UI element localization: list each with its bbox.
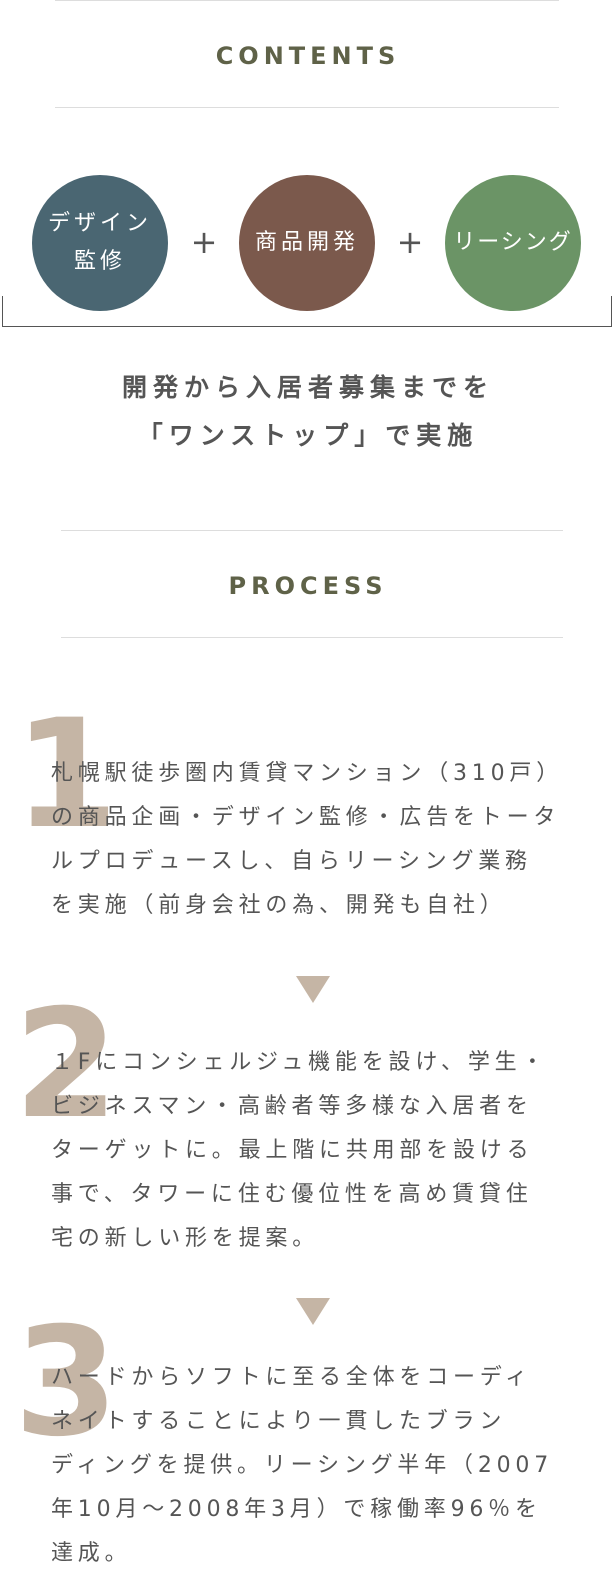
step-number-2: 2 [14, 978, 119, 1152]
divider-top [55, 0, 559, 1]
divider-contents [55, 107, 559, 108]
tagline-line1: 開発から入居者募集までを [121, 373, 494, 402]
circle-product-development: 商品開発 [239, 175, 375, 311]
step-text-2: １Fにコンシェルジュ機能を設け、学生・ ビジネスマン・高齢者等多様な入居者を タ… [51, 1050, 549, 1251]
circle-leasing-label: リーシング [453, 230, 573, 255]
step-number-1: 1 [14, 688, 119, 862]
circle-design-line2: 監修 [73, 249, 126, 274]
circle-product-label: 商品開発 [254, 230, 359, 255]
step-text-1: 札幌駅徒歩圏内賃貸マンション（310戸） の商品企画・デザイン監修・広告をトータ… [51, 761, 563, 918]
plus-sign-1: + [190, 223, 218, 261]
circle-leasing: リーシング [445, 175, 581, 311]
divider-process-bottom [61, 637, 563, 638]
step-text-3: ハードからソフトに至る全体をコーディ ネイトすることにより一貫したブラン ディン… [51, 1365, 554, 1566]
circle-design-line1: デザイン [47, 211, 152, 236]
grouping-bracket [2, 296, 612, 327]
down-arrow-icon [296, 976, 330, 1003]
contents-heading: CONTENTS [215, 42, 401, 70]
tagline-line2: 「ワンストップ」で実施 [137, 421, 479, 450]
plus-sign-2: + [396, 223, 424, 261]
process-heading: PROCESS [228, 572, 388, 600]
circle-design-supervision: デザイン 監修 [32, 175, 168, 311]
down-arrow-icon [296, 1298, 330, 1325]
divider-process-top [61, 530, 563, 531]
step-number-3: 3 [14, 1296, 119, 1470]
